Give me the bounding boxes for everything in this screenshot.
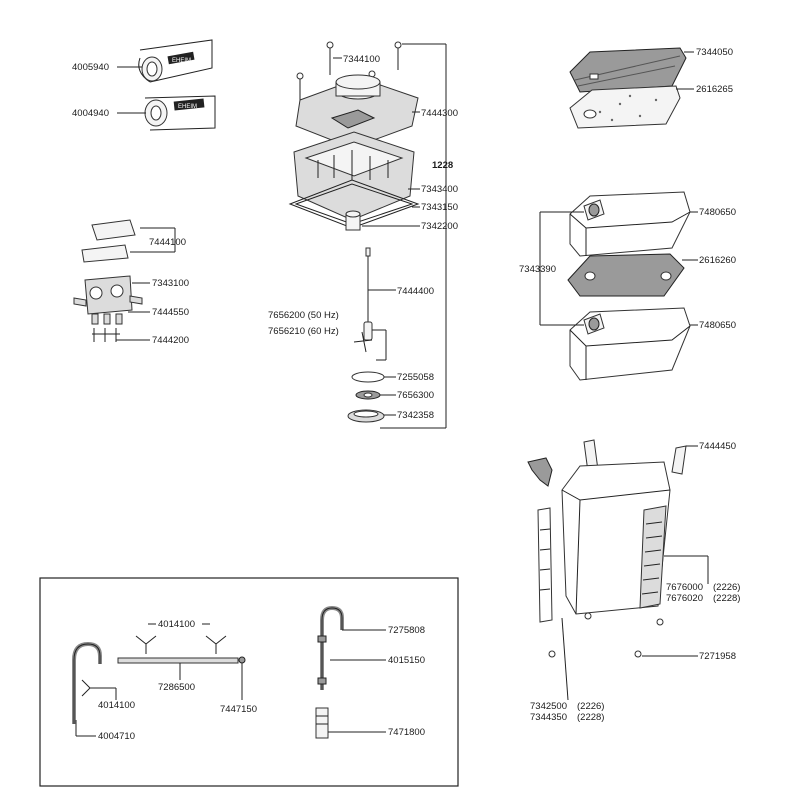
label-clip: 7444100 <box>149 237 186 248</box>
label-impeller-cap: 7342200 <box>421 221 458 232</box>
label-suction-cups: 4014100 <box>158 619 195 630</box>
label-head: 7444300 <box>421 108 458 119</box>
label-container-a-model: (2226) <box>713 582 740 593</box>
label-rack-a-model: (2226) <box>577 701 604 712</box>
label-adapter: 7343100 <box>152 278 189 289</box>
label-housing: 7343400 <box>421 184 458 195</box>
label-container-b-model: (2228) <box>713 593 740 604</box>
label-end-cap: 7447150 <box>220 704 257 715</box>
label-adapter-pins: 7444200 <box>152 335 189 346</box>
label-impeller-60: 7656210 (60 Hz) <box>268 326 339 337</box>
label-strainer: 7471800 <box>388 727 425 738</box>
pads-group: 7344050 2616265 <box>569 47 733 129</box>
container-group: 7444450 7676000 (2226) 7676020 (2228) 72… <box>527 439 740 723</box>
label-rack-b: 7344350 <box>530 712 567 723</box>
label-basket-bottom: 7480650 <box>699 320 736 331</box>
label-outlet-pipe: 7275808 <box>388 625 425 636</box>
hose-brand-bottom: EHEIM <box>178 104 197 110</box>
label-intake-pipe: 4004710 <box>98 731 135 742</box>
label-shaft: 7444400 <box>397 286 434 297</box>
label-adapter-block: 7444550 <box>152 307 189 318</box>
label-disc: 7656300 <box>397 390 434 401</box>
label-container-b: 7676020 <box>666 593 703 604</box>
label-pad-mid: 2616260 <box>699 255 736 266</box>
label-foot: 7271958 <box>699 651 736 662</box>
label-spray-bar: 7286500 <box>158 682 195 693</box>
label-clamp: 4015150 <box>388 655 425 666</box>
label-screw: 7344100 <box>343 54 380 65</box>
hose-group: EHEIM EHEIM 4005940 4004940 <box>72 39 216 131</box>
label-group: 1228 <box>432 160 453 171</box>
label-basket-group: 7343390 <box>519 264 556 275</box>
adapter-group: 7444100 7343100 7444550 7444200 <box>73 219 189 346</box>
label-hose-bottom: 4004940 <box>72 108 109 119</box>
label-hose-top: 4005940 <box>72 62 109 73</box>
label-gasket: 7343150 <box>421 202 458 213</box>
label-handle: 7444450 <box>699 441 736 452</box>
baskets-group: 7480650 2616260 7480650 7343390 <box>519 191 736 381</box>
pump-head-group: 7344100 7444300 7343400 7343150 7342200 <box>268 41 458 429</box>
label-basket-top: 7480650 <box>699 207 736 218</box>
label-ring: 7255058 <box>397 372 434 383</box>
label-pad-grey: 7344050 <box>696 47 733 58</box>
label-container-a: 7676000 <box>666 582 703 593</box>
label-impeller-50: 7656200 (50 Hz) <box>268 310 339 321</box>
label-suction-cup-single: 4014100 <box>98 700 135 711</box>
label-pad-foam: 2616265 <box>696 84 733 95</box>
label-rack-b-model: (2228) <box>577 712 604 723</box>
label-cover: 7342358 <box>397 410 434 421</box>
accessories-inset: 4014100 7286500 7447150 4014100 4004710 … <box>39 577 459 787</box>
hose-brand-top: EHEIM <box>172 58 191 64</box>
label-rack-a: 7342500 <box>530 701 567 712</box>
